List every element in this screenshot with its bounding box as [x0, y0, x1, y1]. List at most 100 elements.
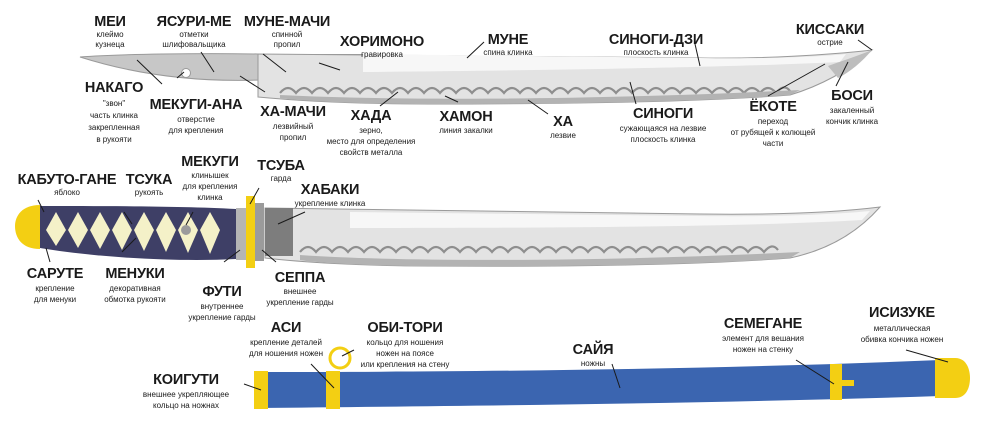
- svg-text:МЕНУКИ: МЕНУКИ: [105, 266, 164, 282]
- svg-text:МЕИ: МЕИ: [94, 14, 126, 30]
- svg-text:в рукояти: в рукояти: [96, 135, 131, 144]
- label-hamon: ХАМОН линия закалки: [439, 109, 492, 135]
- boshi-tip: [828, 50, 872, 78]
- svg-text:для крепления: для крепления: [183, 182, 238, 191]
- svg-text:кузнеца: кузнеца: [95, 40, 125, 49]
- svg-text:металлическая: металлическая: [874, 324, 931, 333]
- svg-text:отверстие: отверстие: [177, 115, 215, 124]
- saya-illustration: [254, 346, 970, 409]
- svg-text:кольцо для ношения: кольцо для ношения: [367, 338, 444, 347]
- svg-text:КАБУТО-ГАНЕ: КАБУТО-ГАНЕ: [18, 172, 117, 188]
- svg-text:обмотка рукояти: обмотка рукояти: [104, 295, 166, 304]
- label-shinogi: СИНОГИ сужающаяся на лезвие плоскость кл…: [620, 106, 707, 144]
- svg-text:укрепление клинка: укрепление клинка: [295, 199, 366, 208]
- svg-text:или крепления на стену: или крепления на стену: [361, 360, 450, 369]
- obitori-ring: [328, 346, 352, 370]
- svg-text:для ношения ножен: для ношения ножен: [249, 349, 323, 358]
- svg-text:ТСУКА: ТСУКА: [126, 172, 173, 188]
- semegane-band: [830, 364, 842, 400]
- svg-text:часть клинка: часть клинка: [90, 111, 138, 120]
- svg-text:шлифовальщика: шлифовальщика: [162, 40, 226, 49]
- svg-text:декоративная: декоративная: [109, 284, 160, 293]
- svg-text:линия закалки: линия закалки: [439, 126, 492, 135]
- svg-text:крепление деталей: крепление деталей: [250, 338, 322, 347]
- label-fuchi: ФУТИ внутреннее укрепление гарды: [188, 284, 256, 322]
- label-mune: МУНЕ спина клинка: [483, 32, 533, 57]
- label-nakago: НАКАГО "звон" часть клинка закрепленная …: [85, 80, 144, 144]
- svg-text:лезвие: лезвие: [550, 131, 576, 140]
- svg-text:клинка: клинка: [197, 193, 223, 202]
- svg-text:от рубящей к колющей: от рубящей к колющей: [731, 128, 816, 137]
- label-horimono: ХОРИМОНО гравировка: [340, 34, 424, 59]
- svg-text:спинной: спинной: [272, 30, 303, 39]
- svg-text:элемент для вешания: элемент для вешания: [722, 334, 804, 343]
- label-shinogiji: СИНОГИ-ДЗИ плоскость клинка: [609, 32, 703, 57]
- svg-text:лезвийный: лезвийный: [273, 122, 313, 131]
- svg-text:внешнее: внешнее: [284, 287, 317, 296]
- saya-body: [256, 360, 940, 408]
- svg-text:острие: острие: [817, 38, 843, 47]
- svg-text:крепление: крепление: [35, 284, 75, 293]
- svg-text:ОБИ-ТОРИ: ОБИ-ТОРИ: [367, 320, 442, 336]
- svg-text:для менуки: для менуки: [34, 295, 76, 304]
- mounted-hamon-line: [299, 245, 779, 254]
- svg-text:отметки: отметки: [179, 30, 208, 39]
- label-ha: ХА лезвие: [550, 114, 576, 140]
- svg-text:СИНОГИ-ДЗИ: СИНОГИ-ДЗИ: [609, 32, 703, 48]
- leader-lines: [37, 39, 949, 391]
- svg-text:внешнее укрепляющее: внешнее укрепляющее: [143, 390, 230, 399]
- svg-text:свойств металла: свойств металла: [340, 148, 403, 157]
- label-seppa: СЕППА внешнее укрепление гарды: [266, 270, 334, 307]
- label-kashira: САРУТЕ крепление для менуки: [27, 266, 84, 304]
- svg-text:МЕКУГИ: МЕКУГИ: [181, 154, 238, 170]
- label-ashi: АСИ крепление деталей для ношения ножен: [249, 320, 323, 358]
- habaki-collar: [265, 208, 293, 256]
- svg-text:пропил: пропил: [280, 133, 307, 142]
- svg-text:внутреннее: внутреннее: [201, 302, 245, 311]
- label-obitori: ОБИ-ТОРИ кольцо для ношения ножен на поя…: [361, 320, 450, 369]
- svg-text:БОСИ: БОСИ: [831, 88, 873, 104]
- svg-text:СЕМЕГАНЕ: СЕМЕГАНЕ: [724, 316, 803, 332]
- ishizuki-cap: [935, 358, 970, 398]
- svg-text:зерно,: зерно,: [359, 126, 383, 135]
- label-mekugiana: МЕКУГИ-АНА отверстие для крепления: [150, 97, 244, 135]
- svg-text:обивка кончика ножен: обивка кончика ножен: [861, 335, 944, 344]
- svg-text:закаленный: закаленный: [830, 106, 874, 115]
- label-mei: МЕИ клеймо кузнеца: [94, 14, 126, 49]
- svg-text:ЁКОТЕ: ЁКОТЕ: [749, 98, 797, 115]
- hilted-sword-illustration: [15, 196, 882, 268]
- label-yasurime: ЯСУРИ-МЕ отметки шлифовальщика: [157, 14, 233, 49]
- svg-text:СЕППА: СЕППА: [275, 270, 326, 286]
- svg-text:МУНЕ: МУНЕ: [488, 32, 529, 48]
- svg-text:укрепление гарды: укрепление гарды: [266, 298, 334, 307]
- svg-text:ХАМОН: ХАМОН: [440, 109, 493, 125]
- svg-text:ТСУБА: ТСУБА: [257, 158, 305, 174]
- svg-text:СИНОГИ: СИНОГИ: [633, 106, 693, 122]
- svg-text:ХАДА: ХАДА: [351, 108, 392, 124]
- svg-text:клеймо: клеймо: [96, 30, 124, 39]
- svg-text:ХА: ХА: [553, 114, 573, 130]
- label-tsuba: ТСУБА гарда: [257, 158, 305, 183]
- svg-text:АСИ: АСИ: [271, 320, 301, 336]
- label-saya: САЙЯ ножны: [573, 340, 614, 368]
- svg-text:МЕКУГИ-АНА: МЕКУГИ-АНА: [150, 97, 244, 113]
- kabutogane-pommel: [15, 205, 40, 249]
- tsuka-ito-diamonds: [46, 212, 220, 254]
- svg-text:переход: переход: [758, 117, 789, 126]
- svg-text:КИССАКИ: КИССАКИ: [796, 22, 864, 38]
- svg-text:ножен на поясе: ножен на поясе: [376, 349, 434, 358]
- label-hada: ХАДА зерно, место для определения свойст…: [327, 108, 416, 157]
- svg-text:САЙЯ: САЙЯ: [573, 340, 614, 358]
- mekugi-ana-hole: [181, 68, 191, 78]
- fuchi-collar: [236, 208, 246, 260]
- svg-text:НАКАГО: НАКАГО: [85, 80, 143, 96]
- svg-text:закрепленная: закрепленная: [88, 123, 140, 132]
- blade-illustration: [79, 49, 874, 105]
- svg-text:для крепления: для крепления: [169, 126, 224, 135]
- label-boshi: БОСИ закаленный кончик клинка: [826, 88, 879, 126]
- svg-text:части: части: [763, 139, 784, 148]
- svg-text:ХА-МАЧИ: ХА-МАЧИ: [260, 104, 326, 120]
- label-semegane: СЕМЕГАНЕ элемент для вешания ножен на ст…: [722, 316, 804, 354]
- nakago-tang: [79, 53, 259, 81]
